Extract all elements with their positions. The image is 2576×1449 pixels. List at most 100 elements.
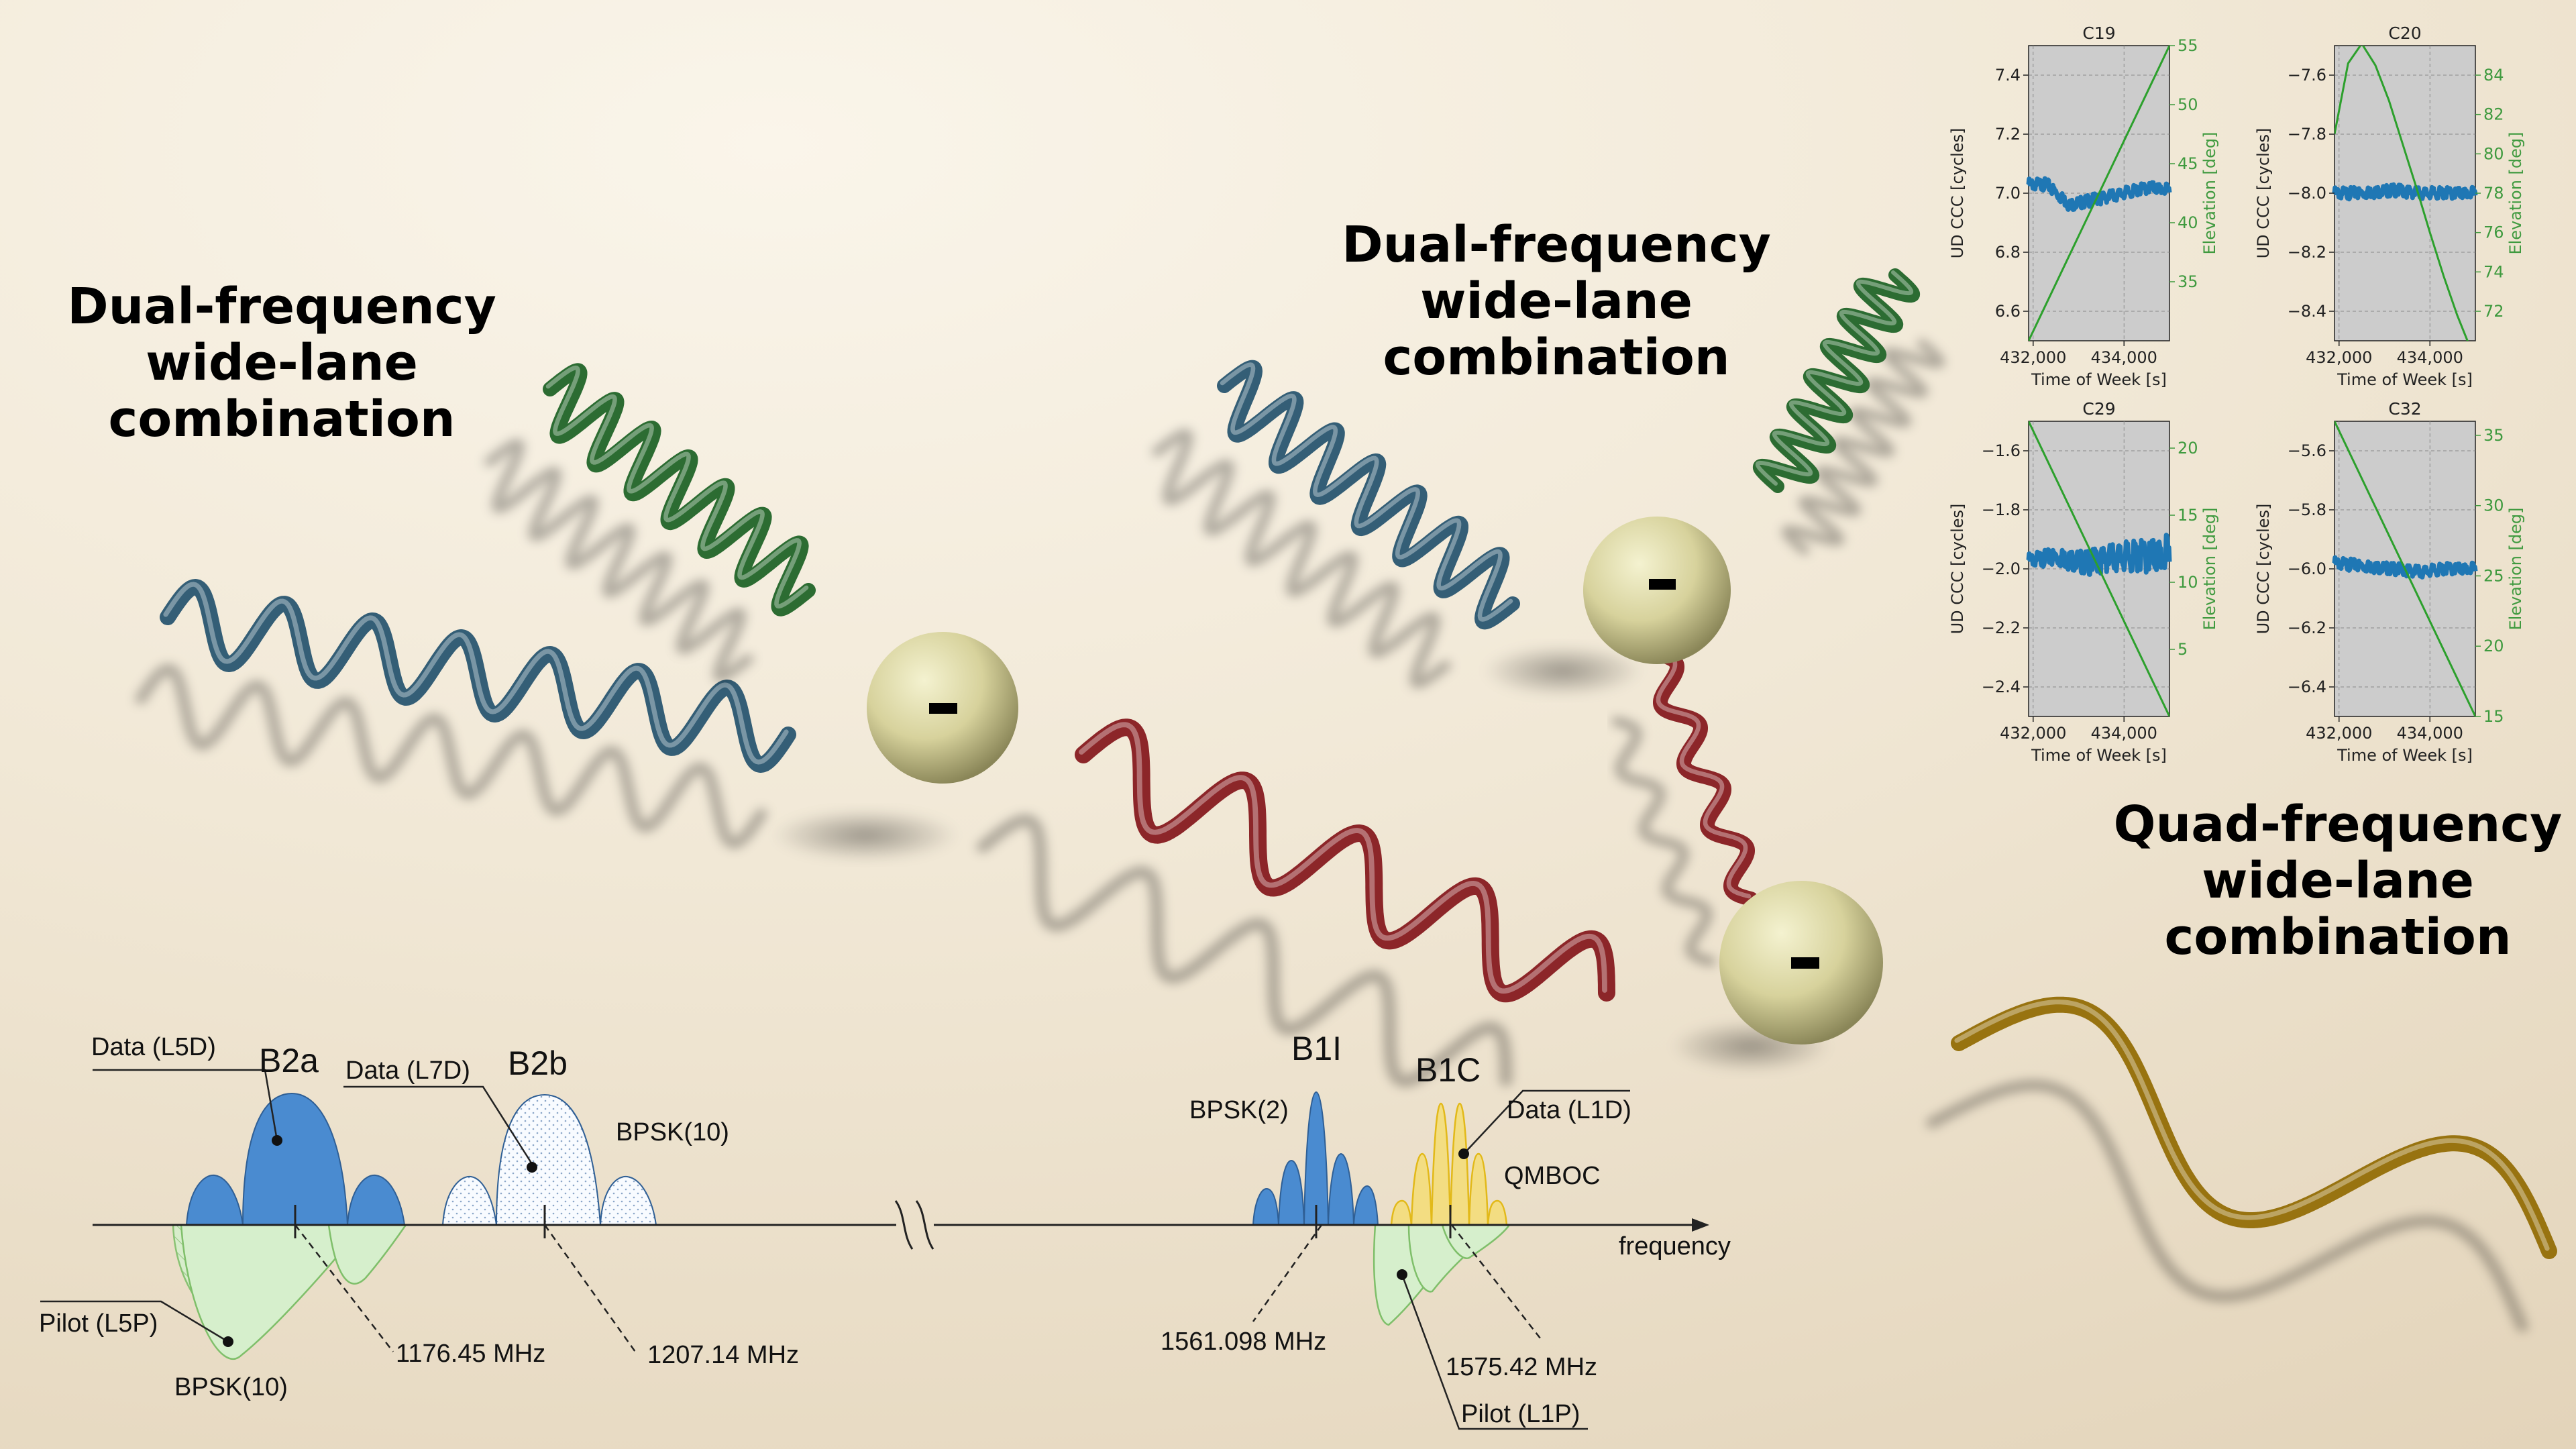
y2-tick-label: 15 <box>2483 707 2504 726</box>
x-tick-label: 432,000 <box>2000 348 2066 367</box>
y-axis-label: UD CCC [cycles] <box>1948 128 1967 259</box>
y-tick-label: 7.2 <box>1995 125 2021 144</box>
y2-tick-label: 74 <box>2483 262 2504 281</box>
x-tick-label: 432,000 <box>2000 724 2066 743</box>
minus-sign-icon <box>1791 957 1819 969</box>
y-tick-label: −2.4 <box>1982 678 2021 696</box>
b1c-band-label: B1C <box>1415 1051 1481 1089</box>
chart-panel-c32: C32 −6.4 −6.2 −6.0 −5.8 −5.6 15 20 25 30 35 432,000… <box>2254 399 2525 765</box>
b1i-spectrum <box>1252 1091 1379 1226</box>
heading-line: wide-lane <box>1420 272 1693 330</box>
b2b-sidelobe-right <box>599 1175 657 1226</box>
y-tick-label: −5.8 <box>2288 500 2326 519</box>
y-tick-label: −2.0 <box>1982 559 2021 578</box>
b2a-pilot-label: Pilot (L5P) <box>39 1309 158 1338</box>
waves-layer <box>135 268 2557 1332</box>
y-tick-label: −5.6 <box>2288 441 2326 460</box>
y2-tick-label: 25 <box>2483 566 2504 585</box>
chart-title: C29 <box>2082 399 2115 419</box>
b2b-mainlobe <box>495 1093 602 1226</box>
gold-wave-right <box>1926 996 2557 1332</box>
heading-line: wide-lane <box>146 334 418 392</box>
b2a-data-mainlobe <box>241 1092 349 1226</box>
y-tick-label: −1.6 <box>1982 441 2021 460</box>
heading-left-dual-frequency: Dual-frequency wide-lane combination <box>54 278 510 447</box>
y-tick-label: −8.0 <box>2288 184 2326 203</box>
y2-axis-label: Elevation [deg] <box>2506 507 2525 630</box>
y-tick-label: −6.2 <box>2288 619 2326 637</box>
b1i-band-label: B1I <box>1291 1030 1342 1067</box>
y2-tick-label: 80 <box>2483 144 2504 163</box>
series-ud-ccc <box>2332 555 2478 580</box>
green-wave-left <box>484 363 816 683</box>
y-tick-label: −1.8 <box>1982 500 2021 519</box>
y-axis-label: UD CCC [cycles] <box>2254 504 2273 635</box>
series-elevation <box>2334 421 2475 716</box>
b1c-data-spectrum <box>1390 1102 1508 1226</box>
b2a-data-label: Data (L5D) <box>91 1033 216 1061</box>
signal-spectrum-diagram: Data (L5D) B2a Data (L7D) B2b BPSK(10) P… <box>39 1030 1731 1430</box>
y2-tick-label: 72 <box>2483 302 2504 321</box>
y-tick-label: 7.4 <box>1995 66 2021 85</box>
heading-line: Dual-frequency <box>67 278 496 335</box>
b2b-band-label: B2b <box>508 1044 568 1082</box>
x-tick-label: 432,000 <box>2306 724 2372 743</box>
b2b-center-freq-label: 1207.14 MHz <box>647 1341 799 1369</box>
b2a-band-label: B2a <box>259 1042 319 1079</box>
heading-line: wide-lane <box>2202 852 2474 910</box>
electron-sphere-middle <box>1483 517 1731 698</box>
y2-tick-label: 20 <box>2178 439 2198 458</box>
y2-tick-label: 45 <box>2178 154 2198 173</box>
series-ud-ccc <box>2332 182 2478 202</box>
electron-sphere-left <box>771 632 1018 862</box>
b1c-data-label: Data (L1D) <box>1507 1096 1631 1124</box>
red-wave-middle <box>976 718 1615 1087</box>
y2-tick-label: 30 <box>2483 496 2504 515</box>
y-tick-label: −7.6 <box>2288 66 2326 85</box>
y-axis-label: UD CCC [cycles] <box>1948 504 1967 635</box>
x-tick-label: 434,000 <box>2091 724 2157 743</box>
y2-tick-label: 40 <box>2178 213 2198 232</box>
heading-right-quad-frequency: Quad-frequency wide-lane combination <box>2103 796 2573 965</box>
y2-tick-label: 50 <box>2178 95 2198 114</box>
y2-tick-label: 20 <box>2483 637 2504 655</box>
b2a-modulation-label: BPSK(10) <box>174 1373 288 1401</box>
b1c-pilot-label: Pilot (L1P) <box>1461 1400 1580 1428</box>
y2-axis-label: Elevation [deg] <box>2506 131 2525 254</box>
b2a-data-sidelobe-right <box>346 1174 406 1226</box>
y-tick-label: −7.8 <box>2288 125 2326 144</box>
b2a-pilot-side <box>327 1224 408 1285</box>
b2a-data-sidelobe-left <box>185 1174 244 1226</box>
b1i-modulation-label: BPSK(2) <box>1189 1096 1289 1124</box>
frequency-axis-label: frequency <box>1619 1232 1731 1260</box>
x-axis-label: Time of Week [s] <box>2031 370 2167 389</box>
chart-panel-c20: C20−8.4−8.2−8.0−7.8−7.672747678808284432… <box>2254 23 2525 389</box>
y2-tick-label: 35 <box>2483 426 2504 445</box>
heading-line: combination <box>2164 908 2512 966</box>
y-tick-label: −6.0 <box>2288 559 2326 578</box>
heading-middle-dual-frequency: Dual-frequency wide-lane combination <box>1328 217 1784 386</box>
x-tick-label: 434,000 <box>2397 724 2463 743</box>
y2-axis-label: Elevation [deg] <box>2200 131 2219 254</box>
y-tick-label: −8.4 <box>2288 302 2326 321</box>
b1c-modulation-label: QMBOC <box>1504 1162 1601 1190</box>
y-tick-label: −6.4 <box>2288 678 2326 696</box>
x-axis-label: Time of Week [s] <box>2337 370 2473 389</box>
series-elevation <box>2334 46 2469 341</box>
heading-line: combination <box>108 390 455 448</box>
y2-tick-label: 55 <box>2178 36 2198 55</box>
y2-tick-label: 84 <box>2483 66 2504 85</box>
chart-title: C32 <box>2388 399 2421 419</box>
y2-tick-label: 76 <box>2483 223 2504 242</box>
y2-tick-label: 15 <box>2178 506 2198 525</box>
y-tick-label: −2.2 <box>1982 619 2021 637</box>
x-tick-label: 434,000 <box>2091 348 2157 367</box>
y-tick-label: 6.8 <box>1995 243 2021 262</box>
y2-tick-label: 10 <box>2178 573 2198 592</box>
series-elevation <box>2029 46 2169 341</box>
x-axis-label: Time of Week [s] <box>2337 746 2473 765</box>
minus-sign-icon <box>1649 579 1676 590</box>
